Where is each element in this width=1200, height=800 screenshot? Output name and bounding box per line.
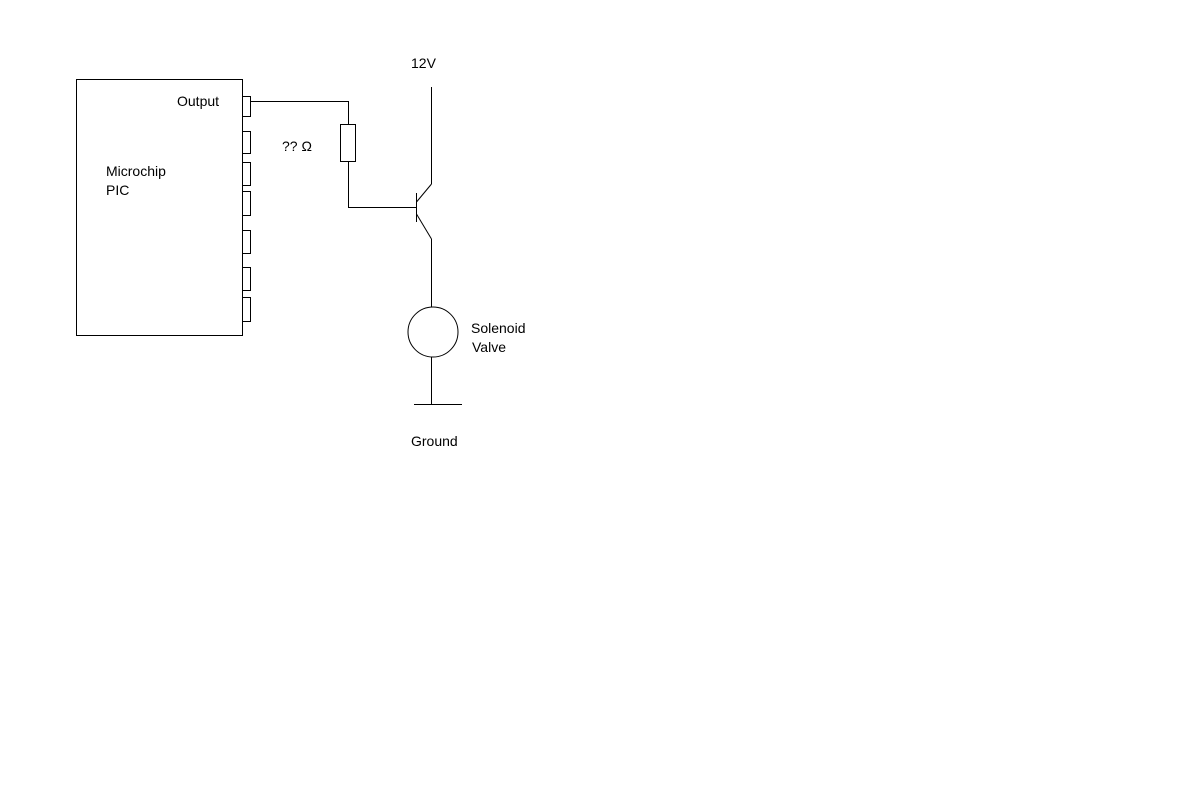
transistor-emitter (416, 213, 432, 240)
solenoid-label-line2: Valve (472, 339, 506, 355)
chip-pin (242, 162, 251, 186)
chip-pin (242, 230, 251, 254)
base-resistor (340, 124, 356, 162)
chip-pin (242, 267, 251, 291)
chip-name-line2: PIC (106, 182, 129, 198)
chip-pins (242, 96, 251, 322)
transistor-collector (416, 183, 432, 203)
microcontroller: Microchip PIC Output (76, 79, 251, 336)
output-pin-label: Output (177, 93, 219, 109)
chip-pin (242, 191, 251, 216)
npn-transistor (416, 183, 432, 240)
ground-label: Ground (411, 433, 458, 449)
chip-pin (242, 131, 251, 154)
chip-name-line1: Microchip (106, 163, 166, 179)
supply-label: 12V (411, 55, 437, 71)
chip-pin-output (242, 96, 251, 117)
chip-body (76, 79, 243, 336)
solenoid-label-line1: Solenoid (471, 320, 526, 336)
chip-pin (242, 297, 251, 322)
resistor-value-label: ?? Ω (282, 138, 312, 154)
solenoid-valve (407, 306, 459, 358)
base-wire (348, 161, 417, 208)
output-wire (250, 101, 349, 125)
